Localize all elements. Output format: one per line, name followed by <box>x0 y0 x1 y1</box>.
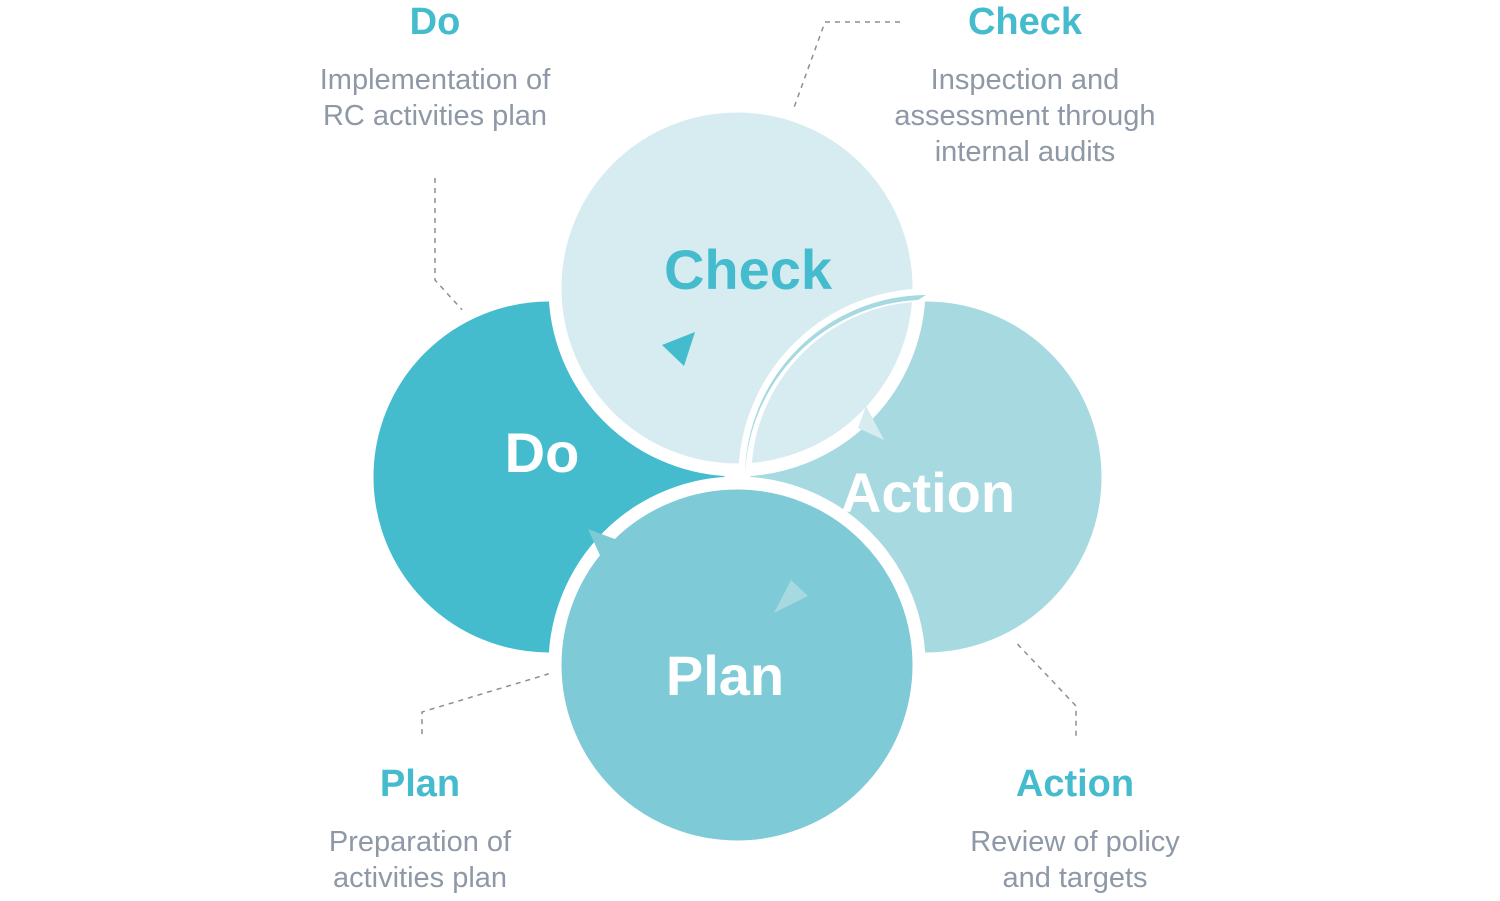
annotation-action: Action Review of policy and targets <box>925 762 1225 896</box>
action-circle-label: Action <box>840 461 1016 524</box>
check-circle <box>548 99 926 477</box>
annotation-check: Check Inspection and assessment through … <box>850 0 1200 170</box>
leader-line-plan <box>421 664 579 738</box>
annotation-action-title: Action <box>1015 763 1135 805</box>
arrow-action-to-plan <box>774 580 808 613</box>
annotation-do: Do Implementation of RC activities plan <box>285 0 585 134</box>
annotation-check-title: Check <box>967 1 1083 43</box>
arrow-check-to-action <box>858 406 884 440</box>
annotation-check-description: Inspection and assessment through intern… <box>894 64 1156 168</box>
check-circle-label: Check <box>663 238 833 301</box>
annotation-do-description: Implementation of RC activities plan <box>319 64 551 132</box>
annotation-plan: Plan Preparation of activities plan <box>270 762 570 896</box>
leader-line-action <box>989 614 1077 740</box>
annotation-plan-title: Plan <box>379 763 461 805</box>
annotation-plan-description: Preparation of activities plan <box>328 826 512 894</box>
arrow-plan-to-do <box>588 529 620 562</box>
plan-circle-label: Plan <box>665 644 785 707</box>
annotation-do-title: Do <box>409 1 461 43</box>
do-circle-label: Do <box>504 421 580 484</box>
plan-circle <box>548 476 926 854</box>
annotation-action-description: Review of policy and targets <box>970 826 1180 894</box>
arrow-do-to-check <box>662 332 695 366</box>
